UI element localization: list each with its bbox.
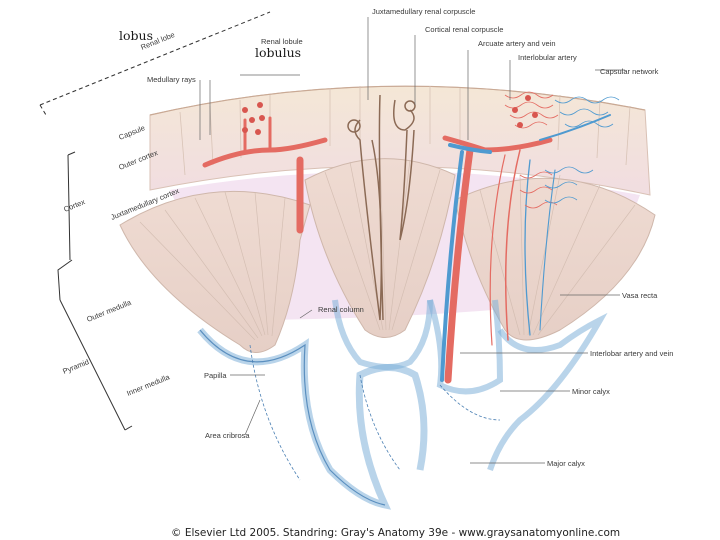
interlobular-artery-label: Interlobular artery	[518, 53, 577, 62]
renal-corpuscles	[242, 95, 538, 135]
vasa-recta-label: Vasa recta	[622, 291, 658, 300]
copyright-credit: © Elsevier Ltd 2005. Standring: Gray's A…	[171, 527, 620, 539]
major-calyx-label: Major calyx	[547, 459, 585, 468]
capsule-label: Capsule	[117, 123, 146, 142]
veins	[440, 114, 611, 382]
inner-medulla-label: Inner medulla	[125, 372, 171, 398]
arcuate-artery-vein-label: Arcuate artery and vein	[478, 39, 556, 48]
pyramids	[119, 157, 656, 353]
cortex-label: Cortex	[62, 197, 86, 214]
interlobar-artery-vein-label: Interlobar artery and vein	[590, 349, 673, 358]
calyces	[197, 299, 608, 510]
arteries	[202, 116, 553, 384]
leader-lines	[199, 17, 625, 464]
capsular-network-label: Capsular network	[600, 67, 659, 76]
outer-medulla-label: Outer medulla	[85, 298, 133, 324]
cortical-renal-corpuscle-label: Cortical renal corpuscle	[425, 25, 503, 34]
area-cribrosa-label: Area cribrosa	[205, 431, 250, 440]
nephrons	[347, 94, 416, 321]
minor-calyx-label: Minor calyx	[572, 387, 610, 396]
lobus-label: lobus	[119, 28, 153, 43]
lobulus-label: lobulus	[255, 45, 301, 60]
renal-column-label: Renal column	[318, 305, 364, 314]
capillary-network-blue	[544, 96, 620, 204]
pyramid-label: Pyramid	[61, 357, 90, 376]
left-brackets	[39, 11, 271, 431]
juxtamedullary-renal-corpuscle-label: Juxtamedullary renal corpuscle	[372, 7, 475, 16]
cortex-band	[149, 85, 651, 196]
papilla-label: Papilla	[204, 371, 227, 380]
medullary-rays-label: Medullary rays	[147, 75, 196, 84]
renal-lobule-label: Renal lobule	[261, 37, 303, 46]
